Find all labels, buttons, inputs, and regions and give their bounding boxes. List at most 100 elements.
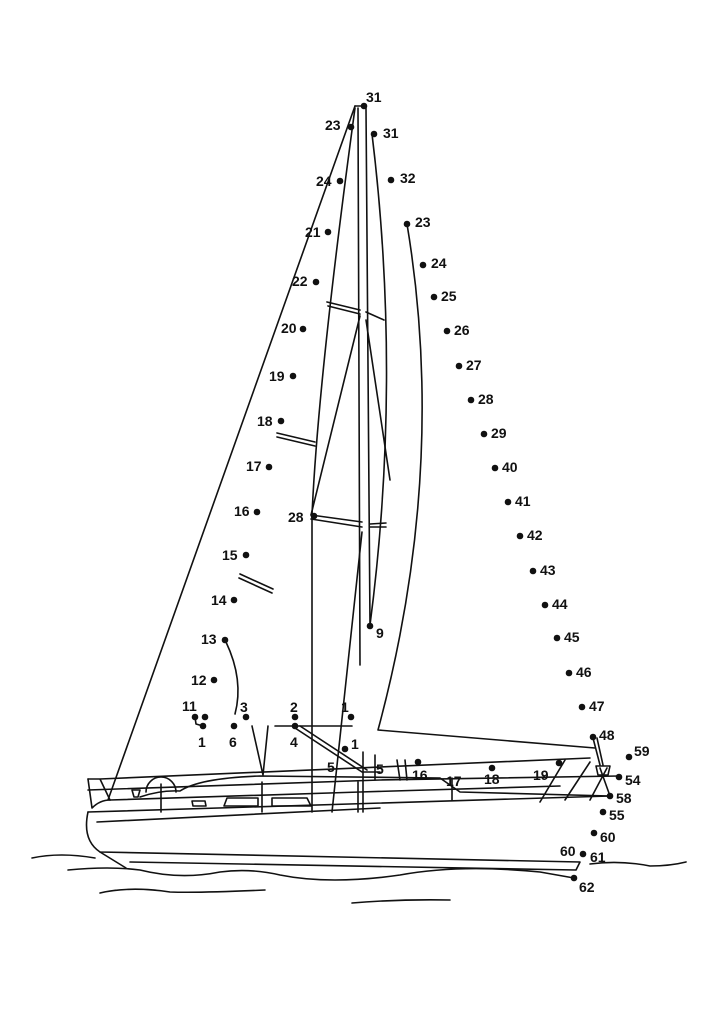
dot-number: 18: [484, 771, 500, 787]
dot-number: 55: [609, 807, 625, 823]
dot-32: 32: [387, 170, 416, 186]
dot-22: 22: [292, 273, 320, 289]
dot-31: 31: [360, 89, 382, 110]
dome: [145, 776, 177, 793]
dot-2: 2: [290, 699, 299, 721]
dot-4: 4: [290, 722, 299, 750]
dot-marker: [277, 417, 285, 425]
dot-marker: [491, 464, 499, 472]
window-2: [223, 797, 259, 807]
dot-28: 28: [288, 509, 318, 525]
dot-55: 55: [599, 807, 625, 823]
dot-44: 44: [541, 596, 568, 612]
cabin-top: [139, 775, 611, 798]
mainsail-leech: [369, 133, 388, 626]
dot-number: 61: [590, 849, 606, 865]
dot-marker: [299, 325, 307, 333]
dot-number: 62: [579, 879, 595, 895]
dot-43: 43: [529, 562, 556, 578]
dot-number: 19: [269, 368, 285, 384]
stern-pulpit: [539, 737, 611, 803]
dot-marker: [291, 722, 299, 730]
waves: [31, 854, 687, 904]
dot-marker: [625, 753, 633, 761]
dot-number: 44: [552, 596, 568, 612]
batten-lower: [238, 573, 274, 594]
dot-marker: [403, 220, 411, 228]
dot-1: 1: [341, 699, 355, 721]
dot-number: 13: [201, 631, 217, 647]
dot-marker: [242, 713, 250, 721]
dot-24: 24: [316, 173, 344, 189]
dot-23: 23: [325, 117, 355, 133]
dot-number: 15: [222, 547, 238, 563]
winch: [131, 789, 141, 798]
dot-number: 1: [351, 736, 359, 752]
dot-5: 5: [376, 761, 384, 777]
dot-number: 60: [560, 843, 576, 859]
dot-marker: [565, 669, 573, 677]
dot-marker: [529, 567, 537, 575]
bow-pulpit: [87, 778, 111, 809]
dot-number: 16: [234, 503, 250, 519]
dot-number: 41: [515, 493, 531, 509]
dot-62: 62: [570, 874, 595, 895]
dot-marker: [291, 713, 299, 721]
dot-16: 16: [234, 503, 261, 519]
dot-48: 48: [589, 727, 615, 743]
dot-marker: [265, 463, 273, 471]
dot-marker: [455, 362, 463, 370]
dot-13: 13: [201, 631, 229, 647]
dot-number: 26: [454, 322, 470, 338]
shrouds: [310, 315, 391, 813]
dot-25: 25: [430, 288, 457, 304]
dot-marker: [430, 293, 438, 301]
dot-number: 27: [466, 357, 482, 373]
dot-6: 6: [229, 722, 238, 750]
dot-marker: [606, 792, 614, 800]
dot-17: 17: [446, 773, 462, 789]
dot-number: 25: [441, 288, 457, 304]
dot-number: 47: [589, 698, 605, 714]
hull-top: [87, 795, 611, 813]
dot-marker: [370, 130, 378, 138]
dot-marker: [360, 102, 368, 110]
dot-marker: [555, 759, 563, 767]
dot-number: 31: [383, 125, 399, 141]
dot-number: 54: [625, 772, 641, 788]
cabin-side: [109, 785, 561, 801]
sail-curve: [225, 641, 239, 715]
dot-marker: [310, 512, 318, 520]
dot-number: 45: [564, 629, 580, 645]
dot-number: 59: [634, 743, 650, 759]
dot-number: 14: [211, 592, 227, 608]
dot-number: 24: [316, 173, 332, 189]
vang-lines: [251, 725, 353, 776]
dot-marker: [467, 396, 475, 404]
dot-marker: [366, 622, 374, 630]
traveler: [294, 725, 381, 773]
dot-marker: [341, 745, 349, 753]
dot-marker: [570, 874, 578, 882]
dot-marker: [324, 228, 332, 236]
dot-number: 9: [376, 625, 384, 641]
dot-number: 46: [576, 664, 592, 680]
dot-marker: [553, 634, 561, 642]
dot-46: 46: [565, 664, 592, 680]
dot-marker: [347, 713, 355, 721]
dot-number: 17: [246, 458, 262, 474]
hull-body: [85, 811, 581, 871]
dot-41: 41: [504, 493, 531, 509]
dot-1: 1: [341, 736, 359, 753]
dot-marker: [578, 703, 586, 711]
forestay: [107, 105, 356, 801]
dot-marker: [253, 508, 261, 516]
dot-29: 29: [480, 425, 507, 441]
dot-marker: [221, 636, 229, 644]
dot-18: 18: [484, 764, 500, 787]
dot-number: 6: [229, 734, 237, 750]
dot-marker: [419, 261, 427, 269]
dot-47: 47: [578, 698, 605, 714]
window-1: [191, 800, 207, 807]
